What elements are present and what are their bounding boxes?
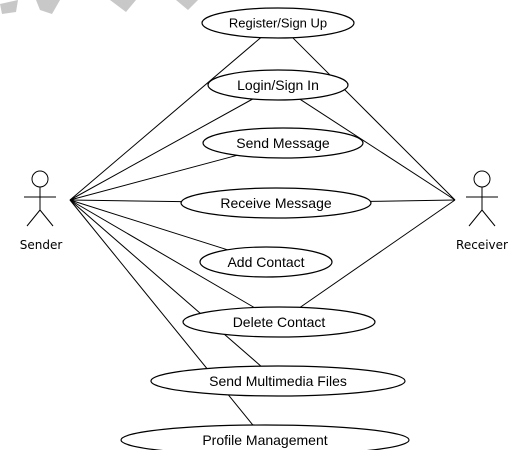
use-case-profile-management: Profile Management (120, 424, 410, 450)
watermark (0, 0, 198, 14)
use-case-add-contact-ellipse (199, 246, 333, 278)
association-receiver-login (299, 98, 456, 201)
use-case-delete-contact-label: Delete Contact (233, 314, 326, 330)
actor-sender-right-leg (39, 209, 54, 227)
association-sender-register (69, 37, 262, 201)
use-case-profile-management-ellipse (120, 424, 410, 450)
association-receiver-register (292, 37, 456, 201)
use-case-send-message: Send Message (202, 127, 364, 159)
use-case-register-ellipse (201, 7, 355, 39)
actor-sender: Sender (20, 170, 63, 252)
use-case-send-message-label: Send Message (236, 135, 330, 151)
association-lines (69, 37, 456, 426)
use-case-send-multimedia: Send Multimedia Files (150, 365, 406, 397)
actor-receiver: Receiver (456, 170, 508, 252)
use-case-receive-message: Receive Message (180, 187, 372, 219)
use-case-login: Login/Sign In (207, 69, 349, 101)
actor-sender-label: Sender (20, 238, 63, 252)
use-case-receive-message-ellipse (180, 187, 372, 219)
use-case-receive-message-label: Receive Message (220, 195, 331, 211)
use-case-delete-contact-ellipse (182, 306, 376, 338)
use-cases: Register/Sign Up Login/Sign In Send Messag… (120, 7, 410, 450)
association-receiver-delete-contact (299, 199, 456, 308)
association-sender-delete-contact (69, 199, 255, 308)
association-sender-send-message (69, 154, 238, 201)
use-case-register-label: Register/Sign Up (229, 16, 327, 31)
use-case-login-label: Login/Sign In (237, 77, 319, 93)
use-case-send-multimedia-label: Send Multimedia Files (209, 373, 347, 389)
use-case-profile-management-label: Profile Management (202, 432, 327, 448)
association-sender-add-contact (69, 199, 228, 251)
association-sender-receive-message (69, 199, 182, 203)
actor-receiver-head (473, 170, 491, 188)
use-case-login-ellipse (207, 69, 349, 101)
actor-sender-left-leg (26, 209, 41, 227)
use-case-delete-contact: Delete Contact (182, 306, 376, 338)
use-case-add-contact: Add Contact (199, 246, 333, 278)
association-receiver-receive-message (370, 199, 456, 202)
use-case-send-multimedia-ellipse (150, 365, 406, 397)
actor-sender-head (31, 170, 49, 188)
actor-receiver-label: Receiver (456, 238, 508, 252)
association-sender-login (69, 98, 253, 201)
actor-receiver-right-leg (481, 209, 496, 227)
association-sender-send-multimedia (69, 199, 262, 367)
use-case-register: Register/Sign Up (201, 7, 355, 39)
use-case-add-contact-label: Add Contact (227, 254, 304, 270)
use-case-send-message-ellipse (202, 127, 364, 159)
actor-receiver-left-leg (468, 209, 483, 227)
